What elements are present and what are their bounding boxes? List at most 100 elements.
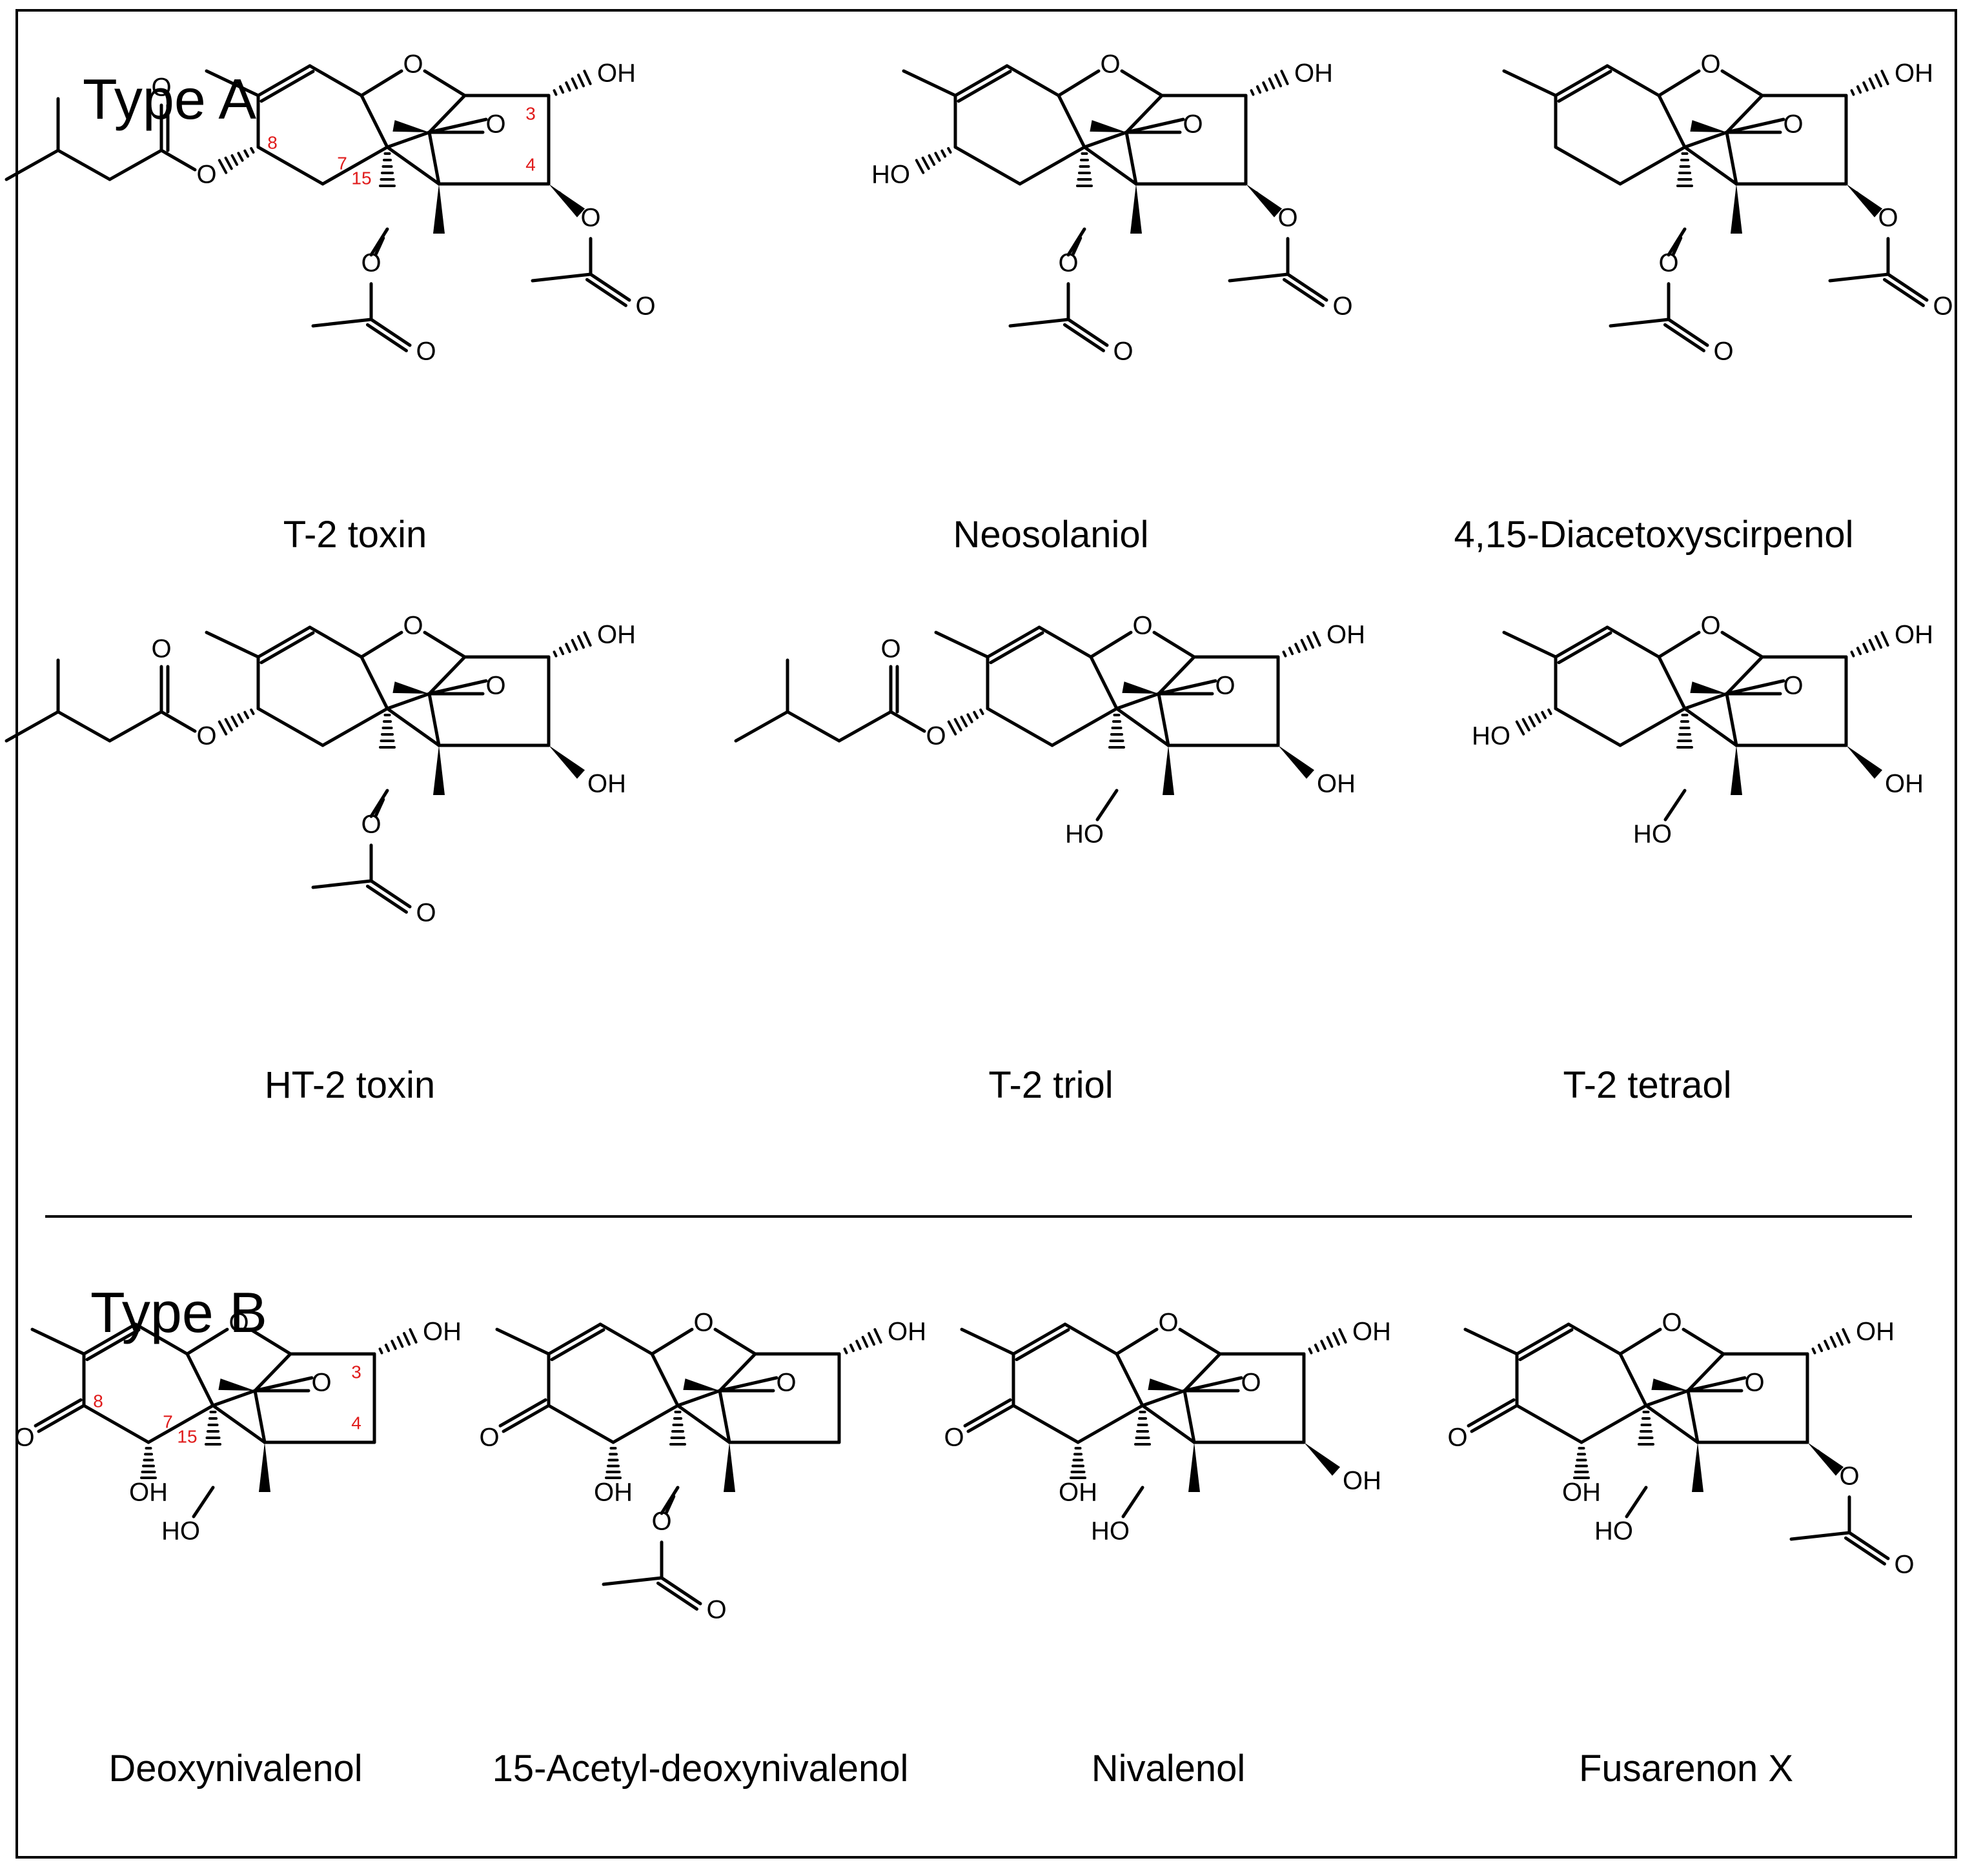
c8-hash bbox=[915, 146, 952, 174]
c4-acetoxy-carbonyl bbox=[1886, 272, 1929, 302]
ring-bond bbox=[1063, 1322, 1119, 1356]
c5-methyl-wedge bbox=[433, 184, 445, 234]
ring-bond bbox=[1018, 145, 1086, 186]
c15-bond bbox=[1663, 789, 1687, 822]
epoxide-oxygen: O bbox=[311, 1369, 331, 1397]
ring-bond bbox=[360, 94, 389, 149]
c8-isovalerate-bond bbox=[159, 148, 197, 172]
ring-bond bbox=[676, 1404, 731, 1444]
c4-acetoxy-carbonyl bbox=[1847, 1531, 1890, 1560]
alkene-bond bbox=[547, 1322, 602, 1356]
c15-acetoxy-carbonyl-oxygen: O bbox=[1713, 338, 1733, 366]
ring-bond bbox=[1580, 1404, 1648, 1444]
methyl-bond bbox=[30, 1327, 86, 1356]
ketone-oxygen: O bbox=[479, 1424, 499, 1452]
c15-acetoxy-carbonyl bbox=[1667, 318, 1709, 347]
ring-bond bbox=[1124, 94, 1164, 134]
c15-acetoxy-carbonyl-oxygen: O bbox=[416, 899, 436, 927]
c4-wedge bbox=[1304, 1442, 1341, 1476]
epoxide-oxygen: O bbox=[1783, 110, 1803, 139]
ring-bond bbox=[385, 130, 431, 149]
ring-bond bbox=[1605, 64, 1661, 97]
c15-acetoxy-methyl bbox=[311, 318, 373, 328]
c8-isovalerate-chain bbox=[5, 710, 60, 743]
alkene-bond bbox=[259, 70, 315, 103]
name-deoxynivalenol: Deoxynivalenol bbox=[108, 1748, 363, 1790]
epoxide-oxygen: O bbox=[1183, 110, 1203, 139]
c4-acetoxy-carbonyl bbox=[1282, 277, 1325, 307]
alkene-bond bbox=[1518, 1328, 1574, 1362]
ring-bond bbox=[1178, 1327, 1222, 1356]
name-t2-triol: T-2 triol bbox=[988, 1064, 1113, 1106]
c15-acetoxy-carbonyl bbox=[369, 879, 412, 909]
c8-hash bbox=[1515, 708, 1552, 736]
c5-methyl-wedge bbox=[1188, 1442, 1200, 1492]
ring-bond bbox=[1720, 69, 1764, 97]
methyl-bond bbox=[1502, 630, 1558, 659]
c7-hydroxyl: OH bbox=[1059, 1478, 1097, 1507]
ring-bond bbox=[1037, 625, 1093, 659]
c3-hydroxyl-hash bbox=[1850, 631, 1889, 658]
ring-bond bbox=[1618, 145, 1687, 186]
name-acetyl-deoxynivalenol: 15-Acetyl-deoxynivalenol bbox=[492, 1748, 909, 1790]
ring-bond bbox=[256, 145, 325, 186]
ring-bond bbox=[986, 707, 1054, 747]
c4-acetoxy-carbonyl bbox=[1286, 272, 1328, 302]
methyl-bond bbox=[205, 69, 260, 97]
c8-isovalerate-chain bbox=[56, 710, 112, 743]
ring-oxygen: O bbox=[1132, 612, 1152, 640]
ring-bond bbox=[1682, 1327, 1725, 1356]
c8-hash bbox=[218, 146, 255, 174]
c15-acetoxy-methyl bbox=[1609, 318, 1671, 328]
alkene-bond bbox=[1011, 1322, 1067, 1356]
c3-hydroxyl: OH bbox=[1895, 59, 1933, 88]
alkene-bond bbox=[82, 1322, 137, 1356]
ring-bond bbox=[385, 692, 431, 711]
alkene-bond bbox=[1015, 1328, 1070, 1362]
position-7: 7 bbox=[337, 153, 347, 173]
ring-bond bbox=[1683, 707, 1738, 747]
ring-oxygen: O bbox=[229, 1309, 249, 1337]
c5-methyl-wedge bbox=[1731, 745, 1742, 795]
c15-hydroxyl: HO bbox=[1633, 820, 1672, 849]
c4-acetoxy-methyl bbox=[1789, 1531, 1851, 1541]
ring-bond bbox=[1115, 1352, 1144, 1407]
c15-acetoxy-carbonyl bbox=[656, 1581, 698, 1611]
ring-bond bbox=[1141, 1404, 1196, 1444]
name-fusarenon-x: Fusarenon X bbox=[1578, 1748, 1794, 1790]
ring-bond bbox=[1141, 1389, 1186, 1407]
ring-bond bbox=[1011, 1404, 1080, 1444]
ring-bond bbox=[253, 1389, 267, 1444]
ring-bond bbox=[1618, 1352, 1648, 1407]
c4-acetoxy-carbonyl bbox=[1844, 1536, 1886, 1566]
ring-bond bbox=[598, 1322, 654, 1356]
epoxide-oxygen: O bbox=[1241, 1369, 1261, 1397]
ring-bond bbox=[1089, 655, 1119, 711]
ring-bond bbox=[256, 707, 325, 747]
ring-bond bbox=[1152, 630, 1196, 659]
position-4: 4 bbox=[351, 1413, 361, 1433]
ring-bond bbox=[360, 69, 403, 97]
c5-methyl-wedge bbox=[724, 1442, 735, 1492]
ring-bond bbox=[650, 1352, 680, 1407]
c15-acetoxy-carbonyl bbox=[660, 1576, 702, 1606]
c3-hydroxyl: OH bbox=[888, 1318, 926, 1346]
c3-hydroxyl-hash bbox=[378, 1328, 418, 1355]
c8-isovalerate-carbonyl-oxygen: O bbox=[151, 74, 171, 102]
c15-acetoxy-carbonyl bbox=[1066, 318, 1109, 347]
epoxide-bond bbox=[1725, 679, 1785, 696]
alkene-bond bbox=[989, 631, 1044, 665]
ketone-bond bbox=[37, 1404, 86, 1433]
c3-hydroxyl-hash bbox=[1282, 631, 1321, 658]
c8-isovalerate-chain bbox=[56, 148, 112, 181]
position-4: 4 bbox=[525, 154, 536, 174]
epoxide-oxygen: O bbox=[1744, 1369, 1764, 1397]
ring-bond bbox=[134, 1322, 189, 1356]
alkene-bond bbox=[953, 64, 1009, 97]
c15-hash bbox=[379, 714, 396, 749]
c15-acetoxy-carbonyl bbox=[365, 323, 408, 352]
position-8: 8 bbox=[267, 132, 278, 152]
alkene-bond bbox=[85, 1328, 141, 1362]
